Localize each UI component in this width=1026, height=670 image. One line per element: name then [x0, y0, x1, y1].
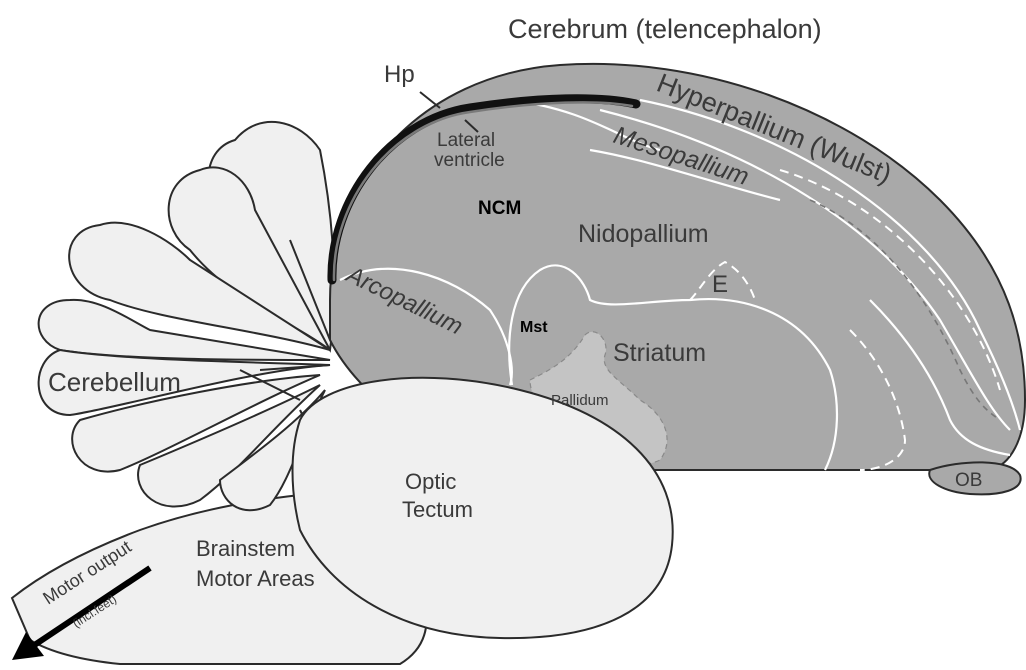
- cerebellum-region: [39, 122, 335, 510]
- label-mst: Mst: [520, 319, 548, 336]
- label-hp: Hp: [384, 61, 415, 88]
- label-ncm: NCM: [478, 198, 521, 219]
- label-striatum: Striatum: [613, 339, 706, 367]
- label-e: E: [712, 271, 728, 298]
- label-brainstem-2: Motor Areas: [196, 566, 315, 591]
- diagram-title: Cerebrum (telencephalon): [508, 14, 822, 44]
- label-brainstem-1: Brainstem: [196, 536, 295, 561]
- label-lateral-ventricle-1: Lateral: [437, 130, 495, 151]
- label-ob: OB: [955, 470, 982, 491]
- label-optic-tectum-1: Optic: [405, 469, 456, 494]
- label-pallidum: Pallidum: [551, 392, 609, 409]
- hp-leader-line: [420, 92, 440, 108]
- label-lateral-ventricle-2: ventricle: [434, 150, 505, 171]
- label-cerebellum: Cerebellum: [48, 367, 181, 397]
- label-optic-tectum-2: Tectum: [402, 497, 473, 522]
- label-nidopallium: Nidopallium: [578, 220, 709, 248]
